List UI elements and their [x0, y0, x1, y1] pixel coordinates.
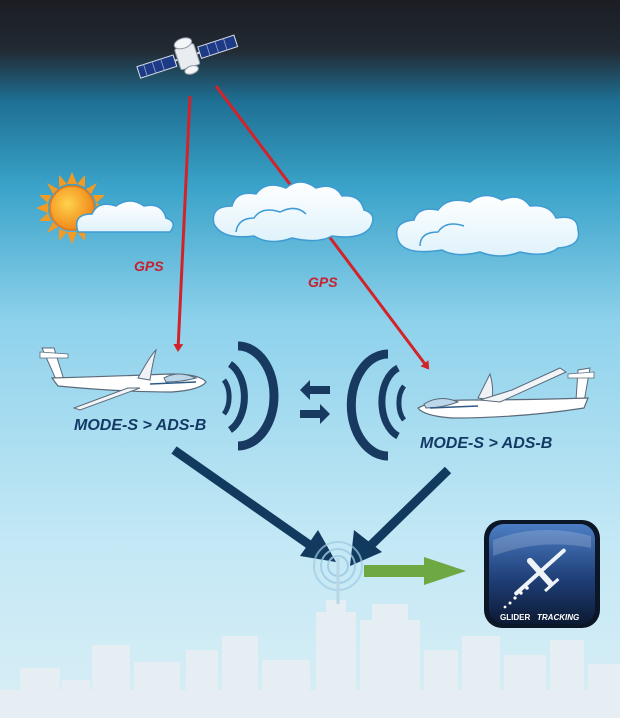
cloud-icon — [396, 194, 580, 257]
swap-arrows-icon — [300, 380, 330, 424]
glider-icon — [514, 548, 566, 596]
receiver-antenna-icon — [313, 541, 363, 604]
radio-wave-icon-right — [346, 349, 407, 461]
mode-label-left: MODE-S > ADS-B — [74, 417, 206, 434]
gps-arrow-left — [173, 95, 192, 352]
gps-label-right: GPS — [308, 274, 338, 290]
app-icon-label-main: GLIDER — [500, 613, 530, 622]
track-dots — [503, 586, 529, 609]
radio-wave-icon-left — [221, 341, 279, 451]
data-arrow-right — [350, 466, 452, 566]
app-icon-label-sub: TRACKING — [537, 613, 579, 622]
glider-icon-right — [417, 367, 595, 419]
gps-label-left: GPS — [134, 258, 164, 274]
satellite-icon — [136, 34, 239, 79]
output-arrow — [364, 557, 466, 585]
mode-label-right: MODE-S > ADS-B — [420, 435, 552, 452]
app-icon: GLIDER TRACKING — [484, 520, 600, 628]
cloud-icon — [75, 200, 174, 233]
cloud-icon — [212, 181, 374, 243]
glider-icon-left — [39, 347, 207, 411]
city-skyline — [0, 600, 620, 718]
